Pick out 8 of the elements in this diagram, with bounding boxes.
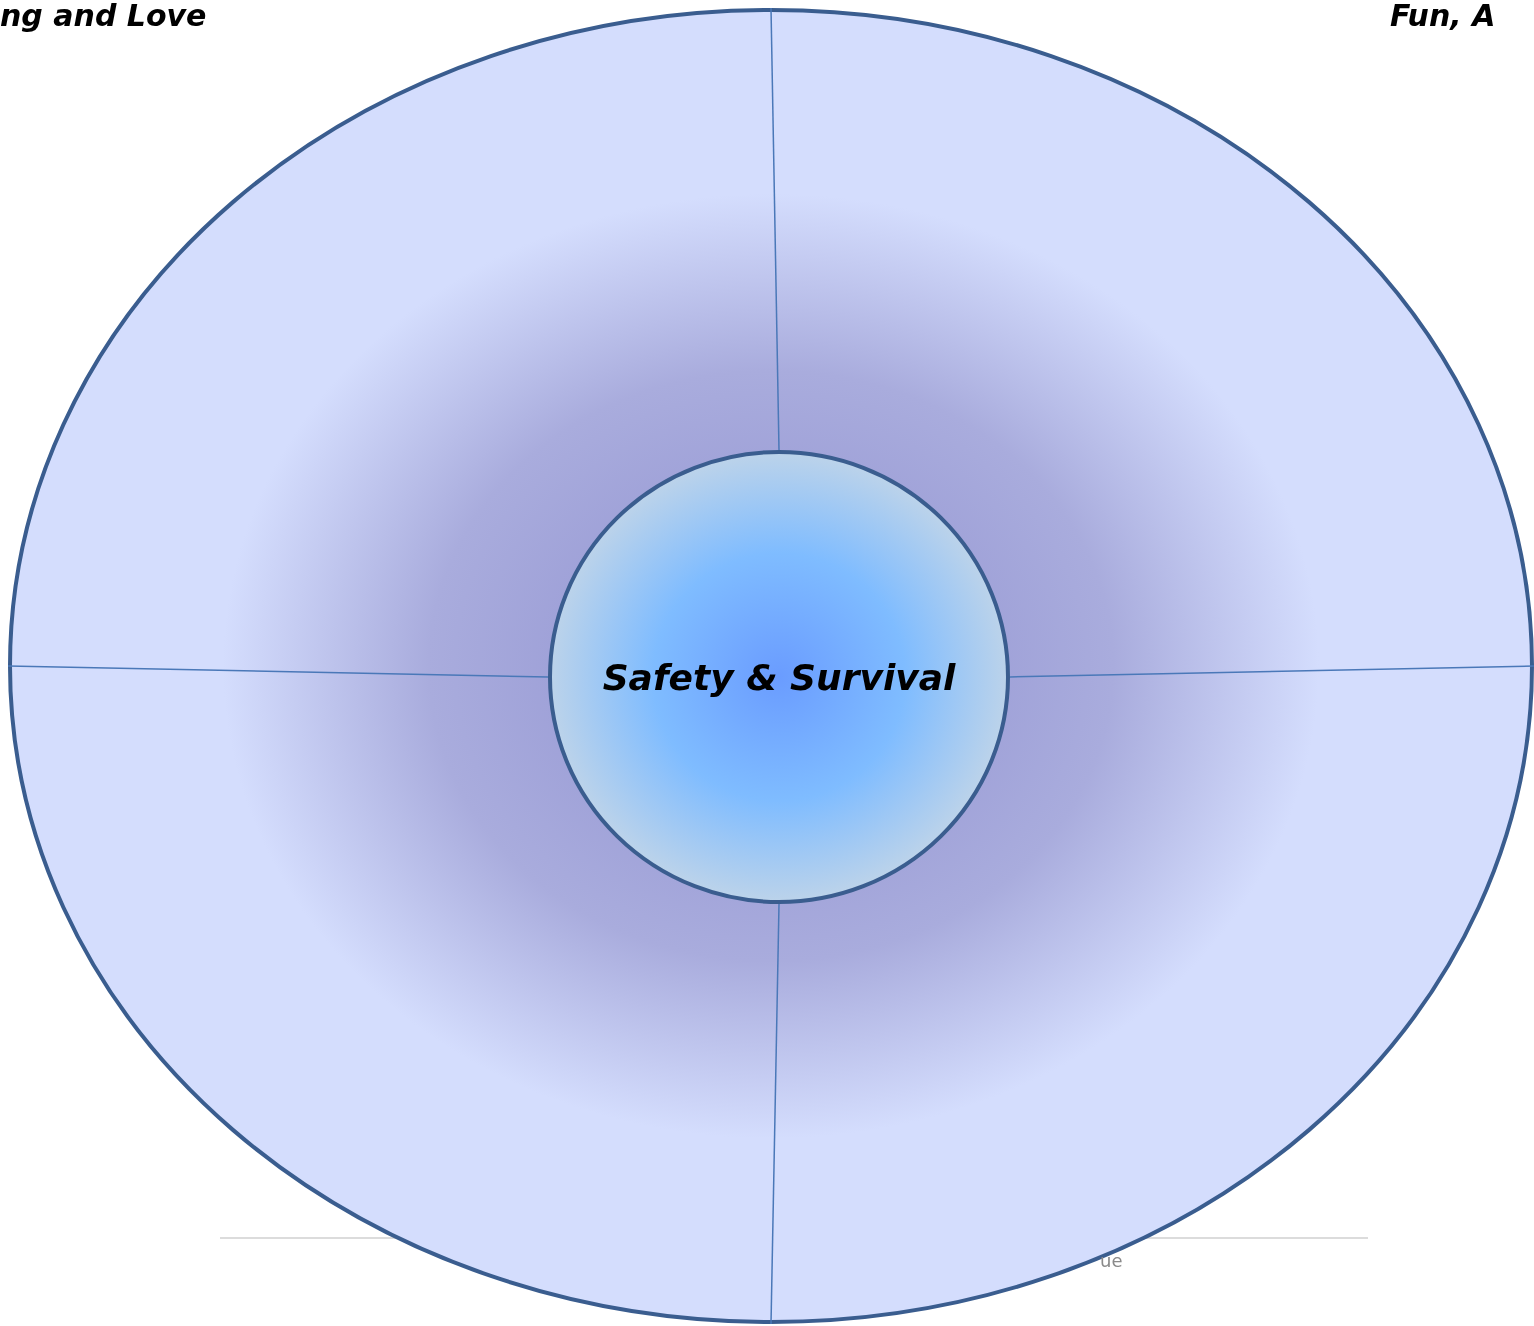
- node-label: Safety & Survival: [602, 656, 956, 698]
- divider-line: [770, 7, 780, 451]
- quadrant-title: Fun, A: [1390, 0, 1496, 32]
- quadrant-title: ng and Love: [0, 0, 207, 32]
- divider-line: [7, 665, 549, 678]
- divider-line: [1009, 665, 1534, 678]
- text-fragment: ue: [1100, 1252, 1123, 1271]
- divider-line: [770, 903, 780, 1325]
